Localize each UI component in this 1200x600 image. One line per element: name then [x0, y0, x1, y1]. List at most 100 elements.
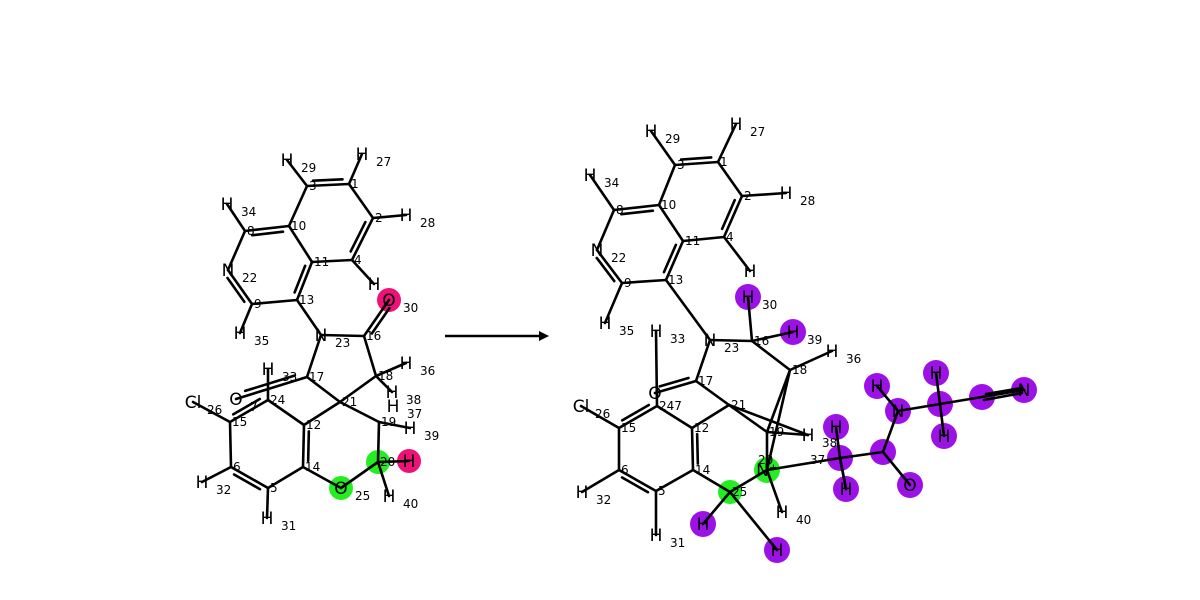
bond: [620, 278, 668, 285]
bond: [295, 298, 323, 337]
bond: [305, 375, 342, 404]
atom-symbol: H: [368, 275, 381, 295]
atom-index: 6: [621, 463, 629, 477]
atom-symbol: H: [742, 288, 755, 308]
atom-index: 247: [659, 399, 682, 413]
bond: [287, 224, 314, 264]
bond: [234, 375, 309, 401]
reagent-atom-symbol: O: [903, 476, 916, 496]
atom-index: 38: [822, 436, 837, 450]
atom-index: 14: [695, 463, 710, 477]
bond: [612, 203, 661, 212]
bond: [765, 468, 784, 514]
bond: [838, 456, 848, 491]
atom-index: 33: [670, 332, 685, 346]
bond: [695, 432, 700, 465]
bond: [250, 298, 299, 306]
bond: [226, 268, 254, 306]
bond: [980, 388, 1026, 399]
atom-symbol: N: [315, 326, 328, 346]
atom-index: 19: [381, 415, 396, 429]
bond: [896, 402, 942, 413]
atom-index: 16: [366, 329, 381, 343]
atom-index: 35: [254, 334, 269, 348]
atom-index: 40: [403, 497, 418, 511]
atom-symbol: N: [591, 241, 604, 261]
atom-index: 27: [376, 155, 391, 169]
atom-index: 8: [247, 224, 255, 238]
atom-symbol: H: [787, 323, 800, 343]
bond: [603, 281, 624, 325]
atom-index: 15: [232, 415, 247, 429]
reagent-atom-symbol: H: [771, 541, 784, 561]
atom-index: 11: [685, 234, 700, 248]
bond: [694, 338, 712, 383]
bond: [838, 450, 885, 460]
atom-index: 1: [351, 177, 359, 191]
atom-symbol: H: [826, 342, 839, 362]
atom-index: 5: [270, 481, 278, 495]
atom-symbol: H: [383, 487, 396, 507]
bond: [376, 420, 381, 464]
atom-index: 34: [604, 176, 619, 190]
bond: [301, 465, 343, 490]
bond: [250, 230, 285, 237]
atom-symbol: H: [584, 166, 597, 186]
atom-symbol: O: [229, 390, 242, 410]
bond: [588, 173, 616, 212]
bond: [200, 465, 233, 484]
atom-index: 32: [216, 483, 231, 497]
atom-index: 24: [270, 393, 285, 407]
bond: [371, 213, 408, 220]
bond: [620, 476, 650, 494]
reagent-atom-symbol: H: [697, 515, 710, 535]
bond: [673, 160, 720, 167]
reagent-atom-symbol: H: [871, 377, 884, 397]
reagent-atom-symbol: H: [840, 480, 853, 500]
bond: [658, 376, 690, 388]
atom-symbol: H: [650, 526, 663, 546]
atom-index: 3: [677, 158, 685, 172]
atom-index: 39: [807, 333, 822, 347]
bond: [620, 403, 651, 422]
bond: [376, 459, 411, 464]
atom-index: 18: [378, 369, 393, 383]
bond: [934, 371, 942, 406]
atom-index: 32: [596, 493, 611, 507]
atom-index: 22: [611, 251, 626, 265]
bond: [305, 182, 351, 188]
bond: [362, 334, 378, 378]
atom-index: 27: [750, 125, 765, 139]
bond: [350, 258, 376, 286]
atom-index: 35: [619, 324, 634, 338]
bond: [595, 208, 616, 252]
atom-symbol: H: [400, 206, 413, 226]
bond: [716, 160, 744, 198]
bond: [984, 386, 1024, 396]
bond: [765, 368, 792, 472]
bond-layer: [191, 122, 1026, 552]
bond: [339, 460, 380, 490]
bond: [708, 338, 754, 343]
atom-symbol: H: [599, 314, 612, 334]
atom-symbol: H: [387, 397, 400, 417]
atom-symbol: H: [780, 184, 793, 204]
bond: [701, 490, 732, 526]
atom-index: 5: [658, 484, 666, 498]
bond: [295, 260, 314, 302]
atom-index: 2: [744, 189, 752, 203]
bond: [727, 403, 769, 434]
atom-symbol: H: [196, 473, 209, 493]
bond: [655, 404, 694, 430]
atom-index: 28: [800, 194, 815, 208]
bond: [266, 398, 306, 427]
bond: [750, 339, 792, 372]
bond: [285, 158, 309, 188]
atom-symbol: H: [386, 383, 399, 403]
bond: [580, 468, 621, 494]
atom-index: 6: [233, 460, 241, 474]
bond: [231, 397, 262, 416]
atom-index: 30: [403, 301, 418, 315]
bond: [881, 409, 900, 454]
